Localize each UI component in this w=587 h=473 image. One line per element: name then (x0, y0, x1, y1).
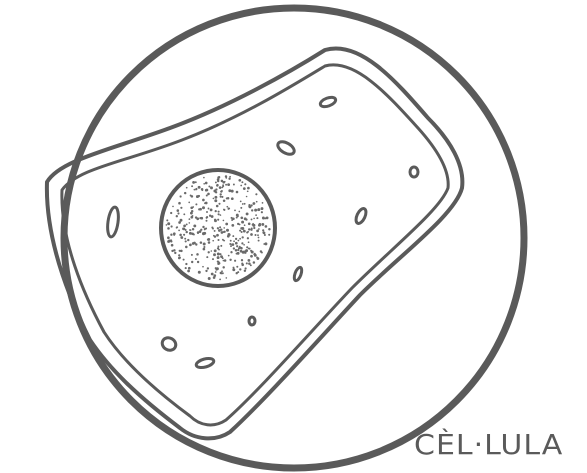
organelle-5 (354, 207, 368, 225)
organelle-2 (276, 139, 297, 157)
organelle-4 (106, 206, 120, 237)
cell-label: CÈL·LULA (414, 429, 563, 461)
organelle-9 (195, 357, 214, 369)
organelle-8 (160, 335, 178, 352)
organelle-7 (249, 317, 255, 325)
organelle-1 (319, 96, 337, 109)
cell-wall-inner (62, 65, 448, 425)
organelle-3 (410, 167, 418, 177)
nucleus-granules (166, 175, 271, 280)
organelle-6 (293, 266, 303, 281)
microscope-field-circle (64, 8, 524, 468)
